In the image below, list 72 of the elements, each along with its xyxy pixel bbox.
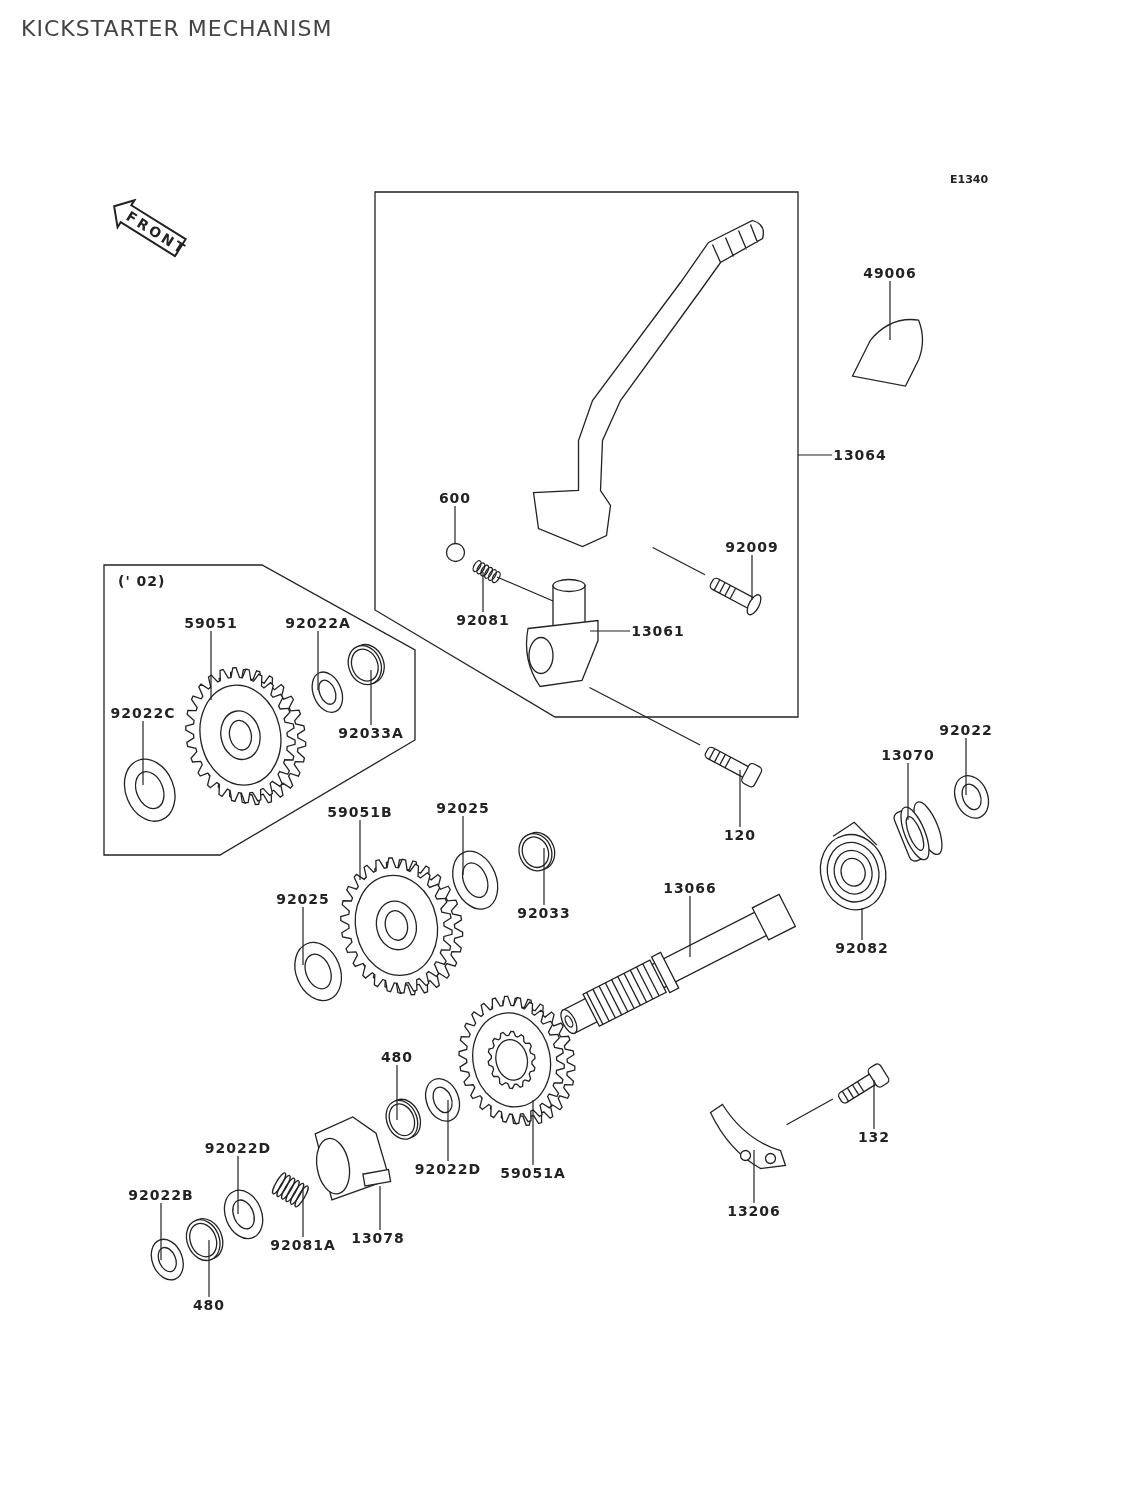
leader-line <box>210 630 212 701</box>
alignment-line <box>588 686 701 746</box>
callout-number: 13066 <box>662 880 718 896</box>
leader-line <box>317 630 319 691</box>
callout-number: 92022 <box>938 722 994 738</box>
ball <box>444 541 466 563</box>
callout-number: 92022A <box>284 615 352 631</box>
leader-line <box>370 669 372 726</box>
callout-number: 480 <box>191 1297 227 1313</box>
callout-number: 92082 <box>834 940 890 956</box>
callout-number: 92022D <box>413 1161 483 1177</box>
callout-number: 480 <box>379 1049 415 1065</box>
leader-line <box>462 815 464 876</box>
callout-number: 600 <box>437 490 473 506</box>
callout-number: 132 <box>856 1129 892 1145</box>
assembly-frame <box>375 192 798 717</box>
callout-number: 59051A <box>499 1165 567 1181</box>
leader-line <box>965 737 967 796</box>
callout-number: 49006 <box>862 265 918 281</box>
kick-shaft-boss <box>525 577 600 688</box>
callout-number: 59051 <box>183 615 239 631</box>
leader-line <box>302 1189 304 1238</box>
callout-number: 92022D <box>203 1140 273 1156</box>
leader-line <box>797 454 833 456</box>
leader-line <box>160 1202 162 1261</box>
drawing-code: E1340 <box>950 173 989 186</box>
leader-line <box>447 1099 449 1162</box>
leader-line <box>689 895 691 958</box>
leader-line <box>589 630 631 632</box>
leader-line <box>482 571 484 613</box>
leader-line <box>302 906 304 966</box>
callout-number: 92025 <box>435 800 491 816</box>
callout-number: 13064 <box>832 447 888 463</box>
callout-number: 92081A <box>269 1237 337 1253</box>
callout-number: 59051B <box>326 804 394 820</box>
callout-number: 92025 <box>275 891 331 907</box>
leader-line <box>379 1185 381 1231</box>
leader-line <box>753 1149 755 1204</box>
guide-plate <box>708 1102 787 1170</box>
diagram-title: KICKSTARTER MECHANISM <box>21 16 333 41</box>
year-note: (' 02) <box>118 573 166 589</box>
alignment-line <box>652 546 706 576</box>
leader-line <box>907 762 909 821</box>
leader-line <box>889 280 891 341</box>
callout-number: 13078 <box>350 1230 406 1246</box>
callout-number: 92009 <box>724 539 780 555</box>
callout-number: 92022C <box>109 705 177 721</box>
callout-number: 92081 <box>455 612 511 628</box>
leader-line <box>532 1099 534 1166</box>
alignment-line <box>785 1098 834 1126</box>
leader-line <box>208 1239 210 1298</box>
leader-line <box>861 907 863 941</box>
model-year-panel <box>104 565 415 855</box>
callout-number: 92033A <box>337 725 405 741</box>
leader-line <box>359 819 361 881</box>
leader-line <box>873 1079 875 1130</box>
leader-line <box>237 1155 239 1215</box>
leader-line <box>396 1064 398 1121</box>
grip-rubber <box>850 317 924 388</box>
callout-number: 120 <box>722 827 758 843</box>
callout-number: 92022B <box>127 1187 195 1203</box>
leader-line <box>142 720 144 786</box>
callout-number: 13206 <box>726 1203 782 1219</box>
leader-line <box>751 554 753 601</box>
callout-number: 92033 <box>516 905 572 921</box>
alignment-line <box>496 576 554 602</box>
coil-spring <box>470 558 504 586</box>
leader-line <box>739 769 741 828</box>
leader-line <box>543 847 545 906</box>
callout-number: 13070 <box>880 747 936 763</box>
callout-number: 13061 <box>630 623 686 639</box>
leader-line <box>454 505 456 544</box>
